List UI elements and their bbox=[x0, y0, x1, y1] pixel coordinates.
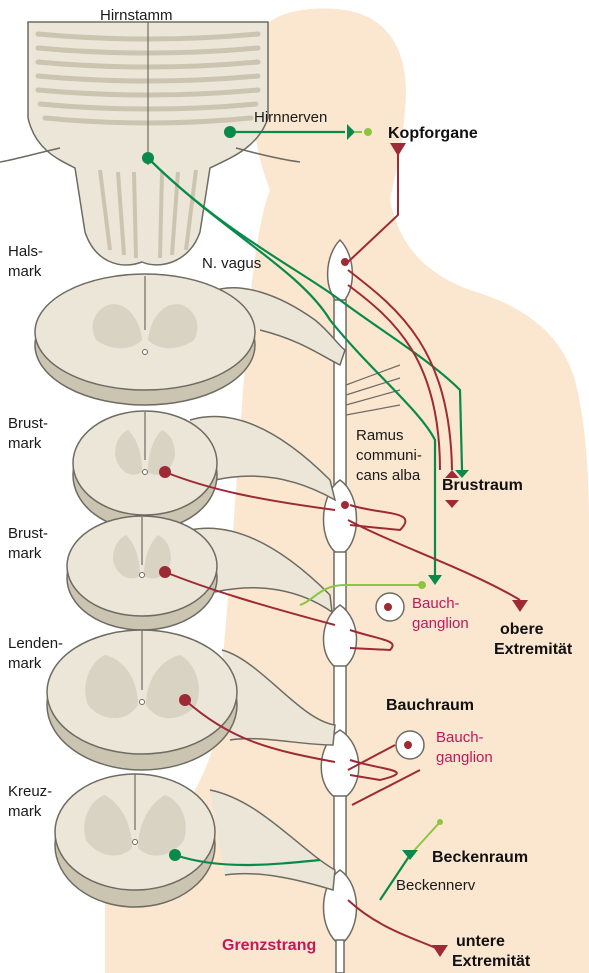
label-untere-1: untere bbox=[456, 933, 505, 950]
label-ramus-3: cans alba bbox=[356, 467, 421, 484]
label-kopforgane: Kopforgane bbox=[388, 125, 478, 142]
label-halsmark-2: mark bbox=[8, 263, 42, 280]
label-brustmark-b-1: Brust- bbox=[8, 525, 48, 542]
label-brustmark-b-2: mark bbox=[8, 545, 42, 562]
label-beckenraum: Beckenraum bbox=[432, 849, 528, 866]
label-bauchganglion-b-1: Bauch- bbox=[436, 729, 484, 746]
label-hirnnerven: Hirnnerven bbox=[254, 109, 327, 126]
label-ramus-2: communi- bbox=[356, 447, 422, 464]
label-obere-2: Extremität bbox=[494, 641, 573, 658]
label-brustmark-a-1: Brust- bbox=[8, 415, 48, 432]
label-kreuzmark-1: Kreuz- bbox=[8, 783, 52, 800]
label-bauchganglion-a-2: ganglion bbox=[412, 615, 469, 632]
label-obere-1: obere bbox=[500, 621, 544, 638]
label-beckennerv: Beckennerv bbox=[396, 877, 476, 894]
label-bauchganglion-a-1: Bauch- bbox=[412, 595, 460, 612]
label-bauchraum: Bauchraum bbox=[386, 697, 474, 714]
label-ramus-1: Ramus bbox=[356, 427, 404, 444]
label-untere-2: Extremität bbox=[452, 953, 531, 970]
label-halsmark-1: Hals- bbox=[8, 243, 43, 260]
label-brustraum: Brustraum bbox=[442, 477, 523, 494]
label-hirnstamm: Hirnstamm bbox=[100, 7, 173, 24]
label-lendenmark-2: mark bbox=[8, 655, 42, 672]
label-lendenmark-1: Lenden- bbox=[8, 635, 63, 652]
brainstem bbox=[0, 22, 300, 265]
label-brustmark-a-2: mark bbox=[8, 435, 42, 452]
label-bauchganglion-b-2: ganglion bbox=[436, 749, 493, 766]
label-kreuzmark-2: mark bbox=[8, 803, 42, 820]
label-grenzstrang: Grenzstrang bbox=[222, 937, 316, 954]
label-n-vagus: N. vagus bbox=[202, 255, 261, 272]
